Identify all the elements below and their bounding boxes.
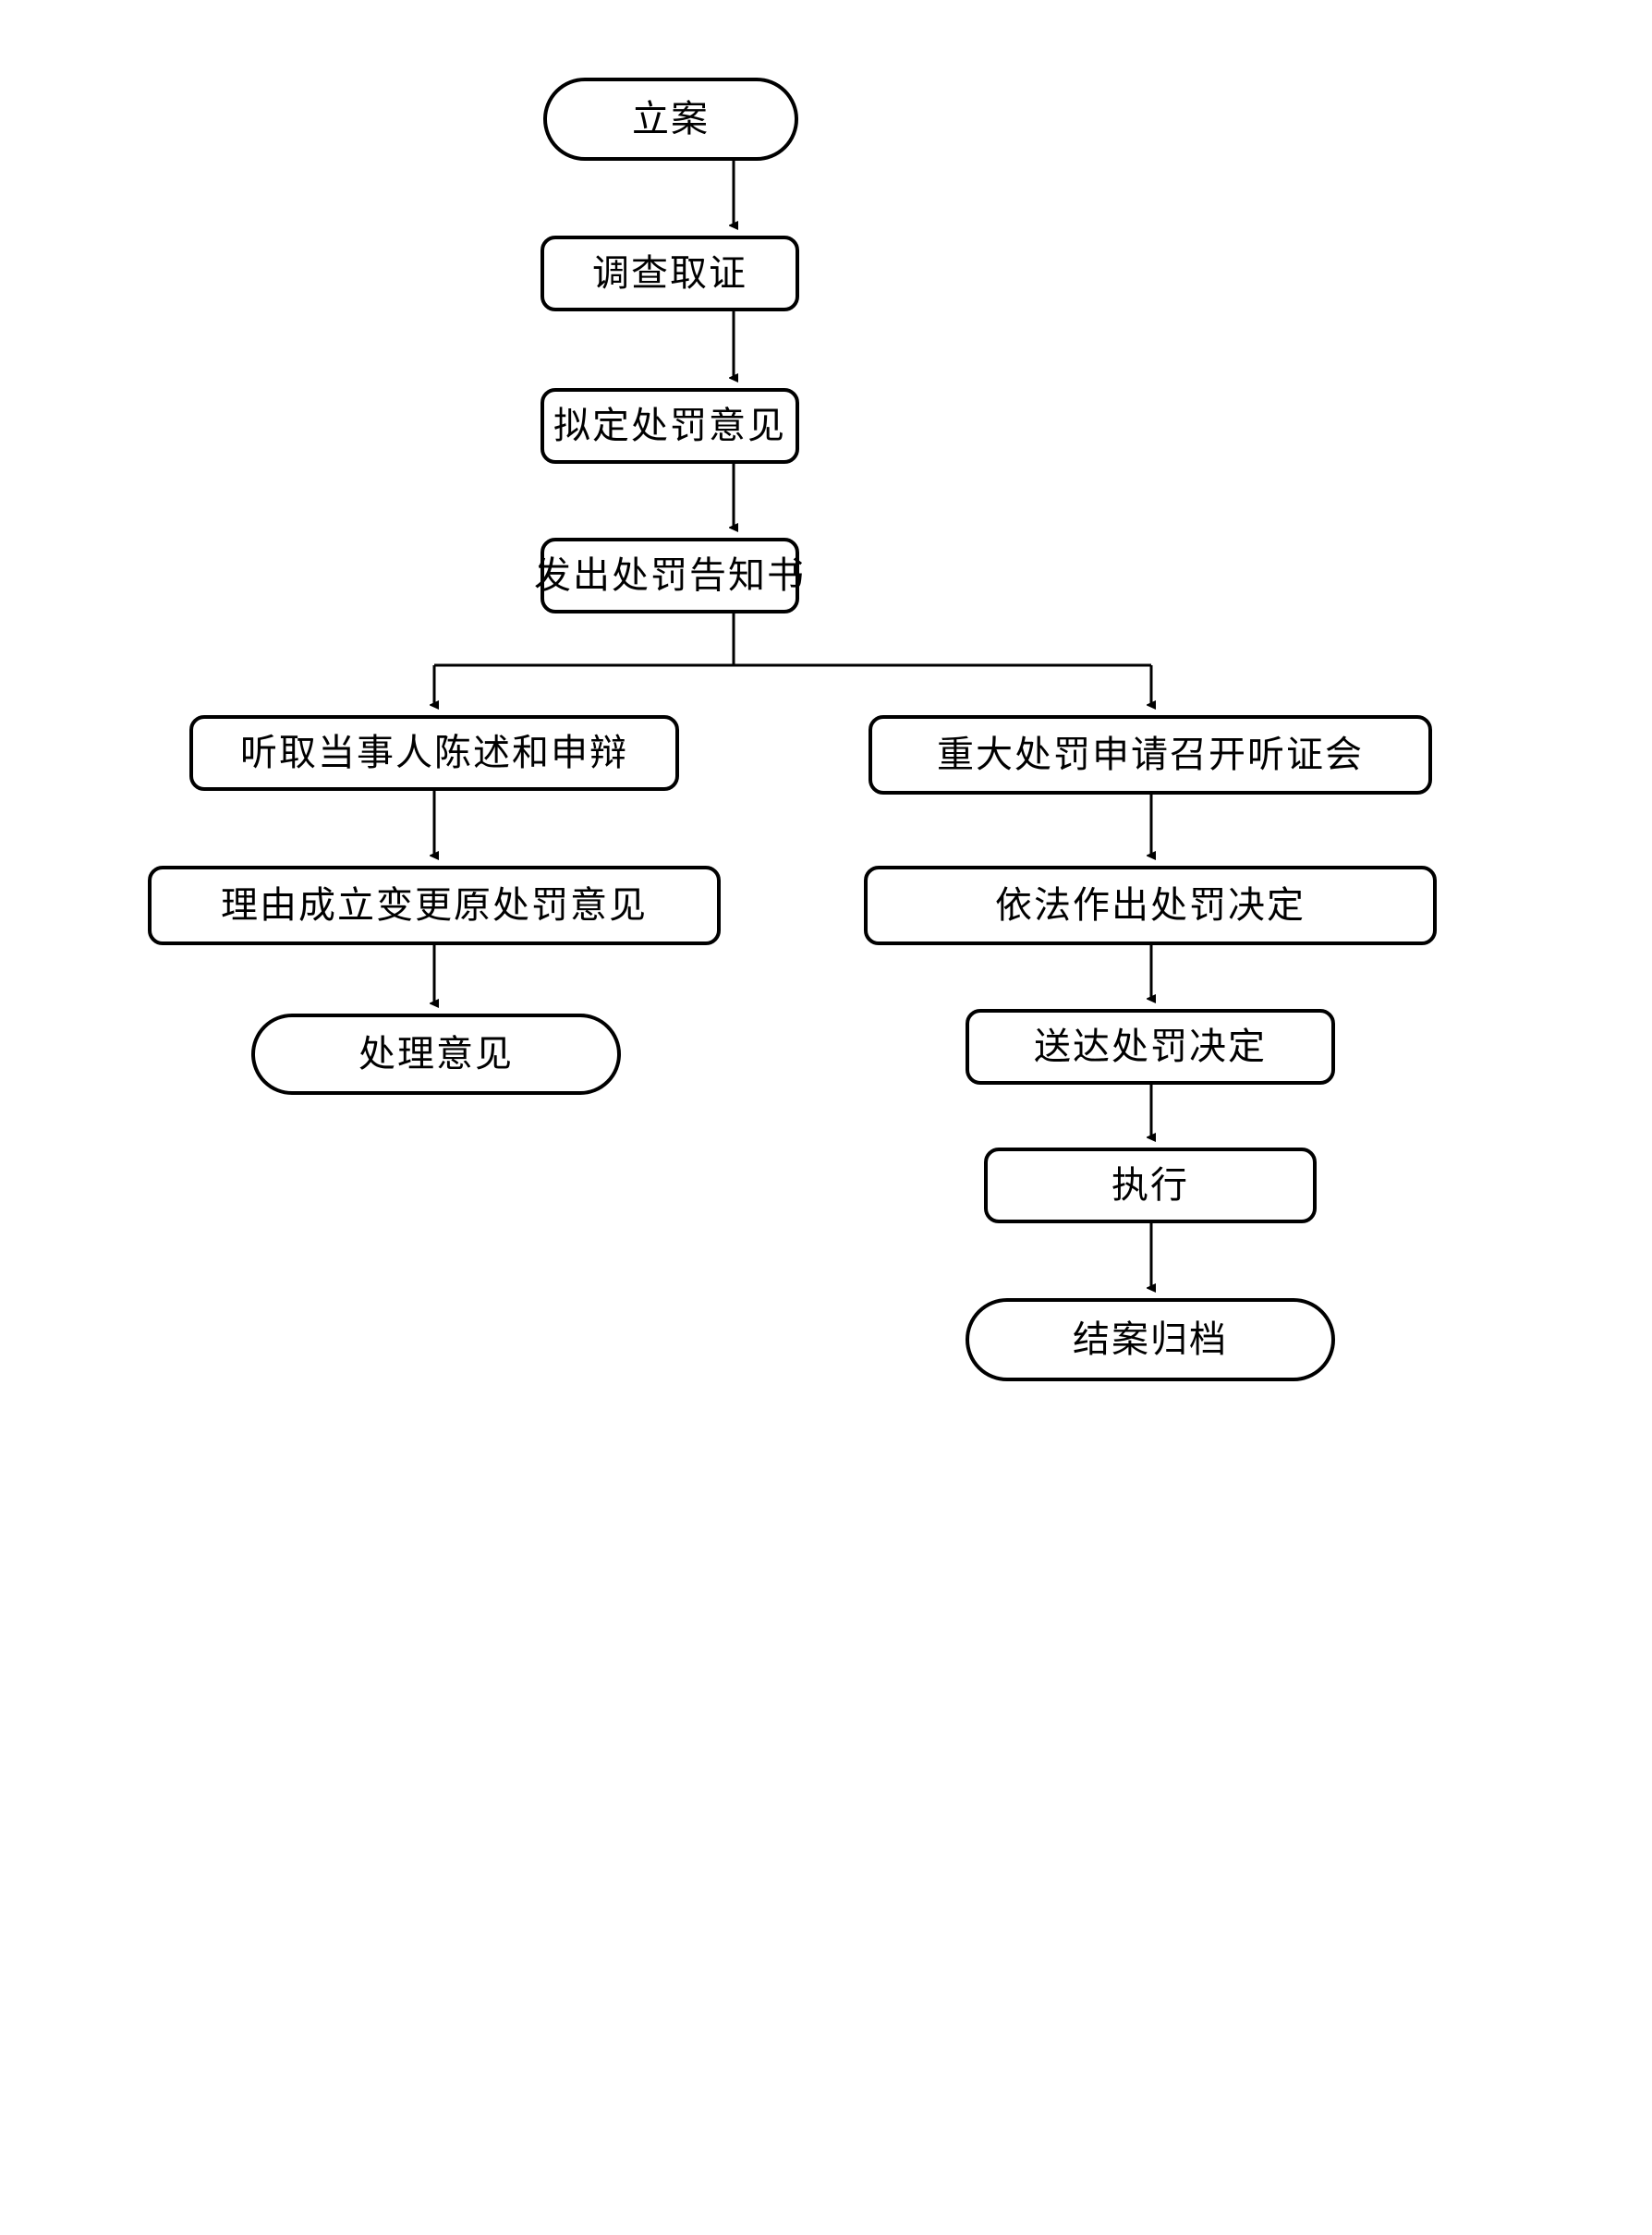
node-tingqu-chenshu-shenbian[interactable]: 听取当事人陈述和申辩 [189, 715, 679, 791]
node-zhixing[interactable]: 执行 [984, 1148, 1317, 1223]
node-label: 送达处罚决定 [1034, 1026, 1267, 1067]
node-label: 执行 [1111, 1164, 1189, 1206]
node-label: 拟定处罚意见 [553, 405, 786, 446]
node-label: 结案归档 [1073, 1318, 1228, 1360]
node-fachu-chufa-gaozhishu[interactable]: 发出处罚告知书 [534, 538, 804, 613]
node-songda-chufa-jueding[interactable]: 送达处罚决定 [966, 1009, 1335, 1085]
node-label: 立案 [632, 98, 710, 140]
node-zhongda-chufa-tingzhenghui[interactable]: 重大处罚申请召开听证会 [869, 715, 1432, 795]
node-chuli-yijian[interactable]: 处理意见 [251, 1014, 621, 1095]
node-label: 调查取证 [592, 252, 747, 294]
node-jiean-guidang[interactable]: 结案归档 [966, 1298, 1335, 1381]
node-label: 发出处罚告知书 [534, 554, 806, 596]
node-niding-chufa-yijian[interactable]: 拟定处罚意见 [541, 388, 799, 464]
node-label: 重大处罚申请召开听证会 [937, 734, 1364, 775]
node-yifa-zuochu-chufa-jueding[interactable]: 依法作出处罚决定 [864, 866, 1437, 945]
node-diaocha-quzheng[interactable]: 调查取证 [541, 236, 799, 311]
node-liyou-chengli-biangeng[interactable]: 理由成立变更原处罚意见 [148, 866, 721, 945]
node-label: 处理意见 [358, 1033, 514, 1075]
node-lian[interactable]: 立案 [543, 78, 798, 161]
node-label: 依法作出处罚决定 [995, 884, 1306, 926]
node-label: 理由成立变更原处罚意见 [221, 884, 648, 926]
node-label: 听取当事人陈述和申辩 [240, 732, 628, 773]
